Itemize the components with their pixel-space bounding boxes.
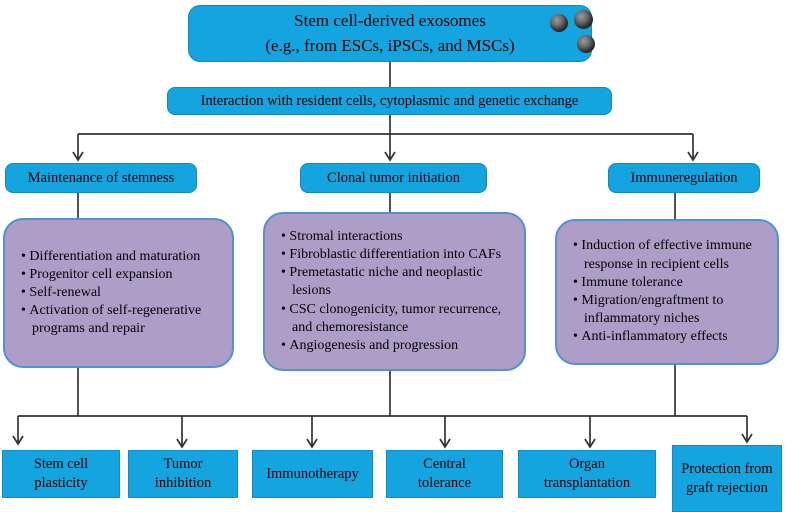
arrowhead-icon xyxy=(12,435,24,446)
bullet-item: Progenitor cell expansion xyxy=(21,266,227,284)
arrowhead-icon xyxy=(687,151,699,162)
branch-box-immuneregulation: Immuneregulation xyxy=(608,163,760,193)
title-line2: (e.g., from ESCs, iPSCs, and MSCs) xyxy=(265,35,515,55)
outcome-box-tumor-inhibition: Tumor inhibition xyxy=(128,450,238,498)
bullet-list: Differentiation and maturation Progenito… xyxy=(5,248,232,339)
bullet-list: Stromal interactions Fibroblastic differ… xyxy=(265,228,524,355)
bullet-item: Immune tolerance xyxy=(573,274,772,292)
panel-maintenance-of-stemness: Differentiation and maturation Progenito… xyxy=(3,218,234,368)
panel-immuneregulation: Induction of effective immune response i… xyxy=(555,219,779,365)
exosome-icon xyxy=(577,35,595,53)
panel-clonal-tumor-initiation: Stromal interactions Fibroblastic differ… xyxy=(263,212,526,371)
arrowhead-icon xyxy=(439,438,451,449)
arrowhead-icon xyxy=(176,438,188,449)
bullet-item: Fibroblastic differentiation into CAFs xyxy=(281,246,519,264)
outcome-box-immunotherapy: Immunotherapy xyxy=(252,450,373,498)
interaction-box: Interaction with resident cells, cytopla… xyxy=(167,87,612,115)
bullet-item: Anti-inflammatory effects xyxy=(573,328,772,346)
bullet-item: Induction of effective immune response i… xyxy=(573,237,772,273)
arrowhead-icon xyxy=(384,151,396,162)
exosome-icon xyxy=(550,14,568,32)
bullet-item: Activation of self-regenerative programs… xyxy=(21,302,227,338)
title-box: Stem cell-derived exosomes (e.g., from E… xyxy=(188,5,595,62)
bullet-item: Differentiation and maturation xyxy=(21,248,227,266)
bullet-item: Migration/engraftment to inflammatory ni… xyxy=(573,292,772,328)
arrowhead-icon xyxy=(584,438,596,449)
bullet-item: Angiogenesis and progression xyxy=(281,337,519,355)
bullet-list: Induction of effective immune response i… xyxy=(557,237,777,346)
outcome-box-organ-transplantation: Organ transplantation xyxy=(518,450,656,498)
title-line1: Stem cell-derived exosomes xyxy=(294,11,486,31)
branch-box-maintenance-of-stemness: Maintenance of stemness xyxy=(5,163,197,193)
bullet-item: Self-renewal xyxy=(21,284,227,302)
bullet-item: Stromal interactions xyxy=(281,228,519,246)
arrowhead-icon xyxy=(72,151,84,162)
arrowhead-icon xyxy=(741,433,753,444)
outcome-box-protection-from-graft-rejection: Protection from graft rejection xyxy=(672,445,782,512)
bullet-item: CSC clonogenicity, tumor recurrence, and… xyxy=(281,301,519,337)
arrowhead-icon xyxy=(306,438,318,449)
branch-box-clonal-tumor-initiation: Clonal tumor initiation xyxy=(300,163,487,193)
exosome-icon xyxy=(574,10,593,29)
bullet-item: Premetastatic niche and neoplastic lesio… xyxy=(281,264,519,300)
outcome-box-central-tolerance: Central tolerance xyxy=(386,450,503,498)
outcome-box-stem-cell-plasticity: Stem cell plasticity xyxy=(2,450,120,498)
